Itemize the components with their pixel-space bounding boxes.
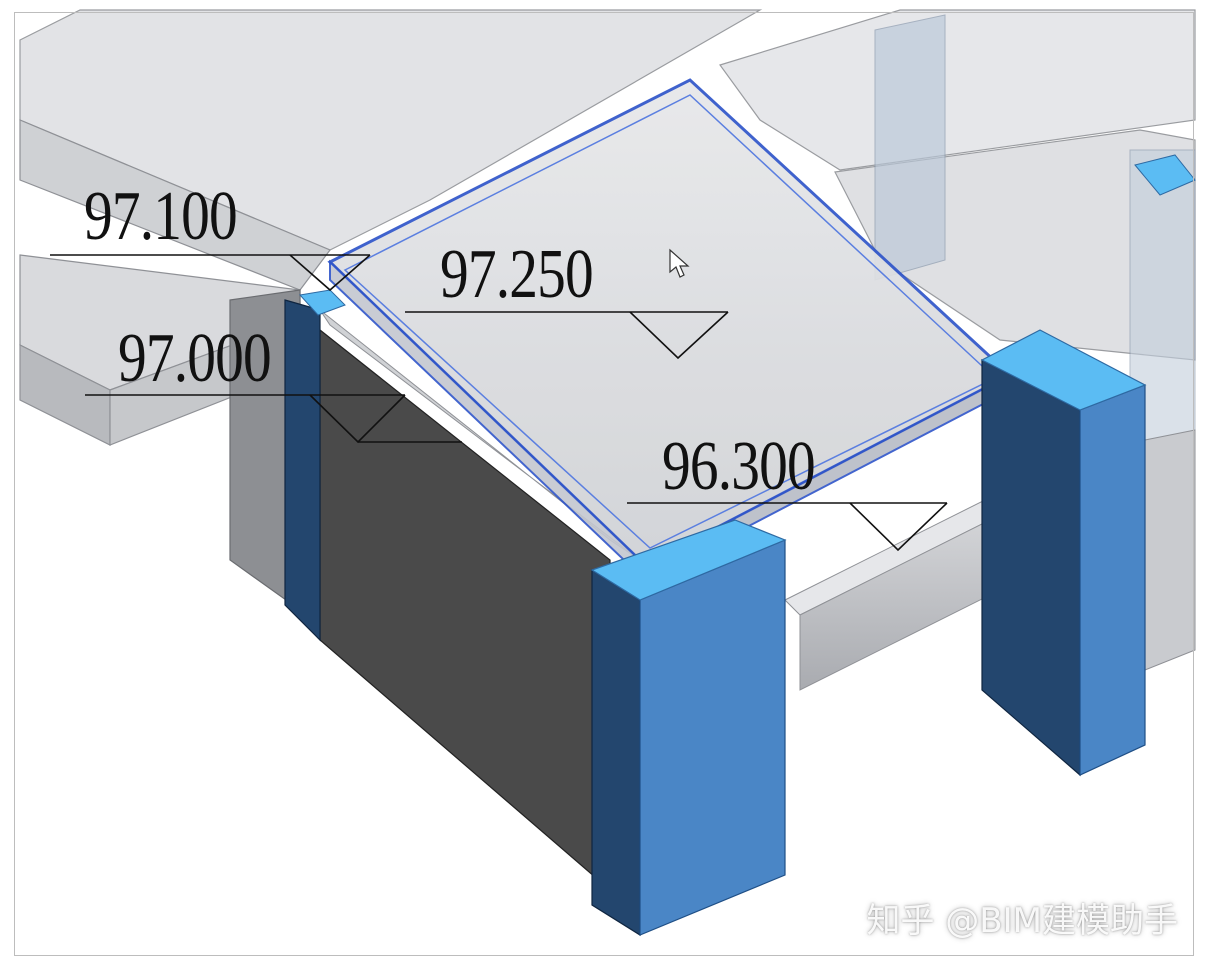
elevation-symbol-1 bbox=[50, 254, 371, 292]
right-beam bbox=[1144, 429, 1196, 671]
elevation-label-4: 96.300 bbox=[662, 428, 816, 505]
column-front-side bbox=[591, 568, 641, 937]
column-right-face bbox=[1079, 384, 1146, 776]
column-front-face bbox=[639, 539, 786, 936]
elevation-label-1: 97.100 bbox=[84, 178, 238, 255]
column-left-front bbox=[284, 299, 321, 642]
right-glass-column bbox=[874, 14, 946, 281]
right-small-col-top bbox=[1134, 154, 1196, 196]
column-right-side bbox=[981, 359, 1081, 777]
elevation-symbol-3 bbox=[85, 394, 462, 444]
right-upper-slab bbox=[719, 9, 1196, 171]
elevation-label-2: 97.250 bbox=[440, 236, 594, 313]
elevation-symbol-4 bbox=[627, 502, 948, 552]
watermark: 知乎 @BIM建模助手 bbox=[866, 901, 1179, 941]
elevation-label-3: 97.000 bbox=[118, 320, 272, 397]
column-right-top bbox=[980, 329, 1147, 411]
elevation-symbol-2 bbox=[405, 311, 729, 360]
column-left-top bbox=[299, 289, 346, 316]
cursor-icon bbox=[669, 248, 690, 278]
column-front-top bbox=[590, 519, 787, 601]
